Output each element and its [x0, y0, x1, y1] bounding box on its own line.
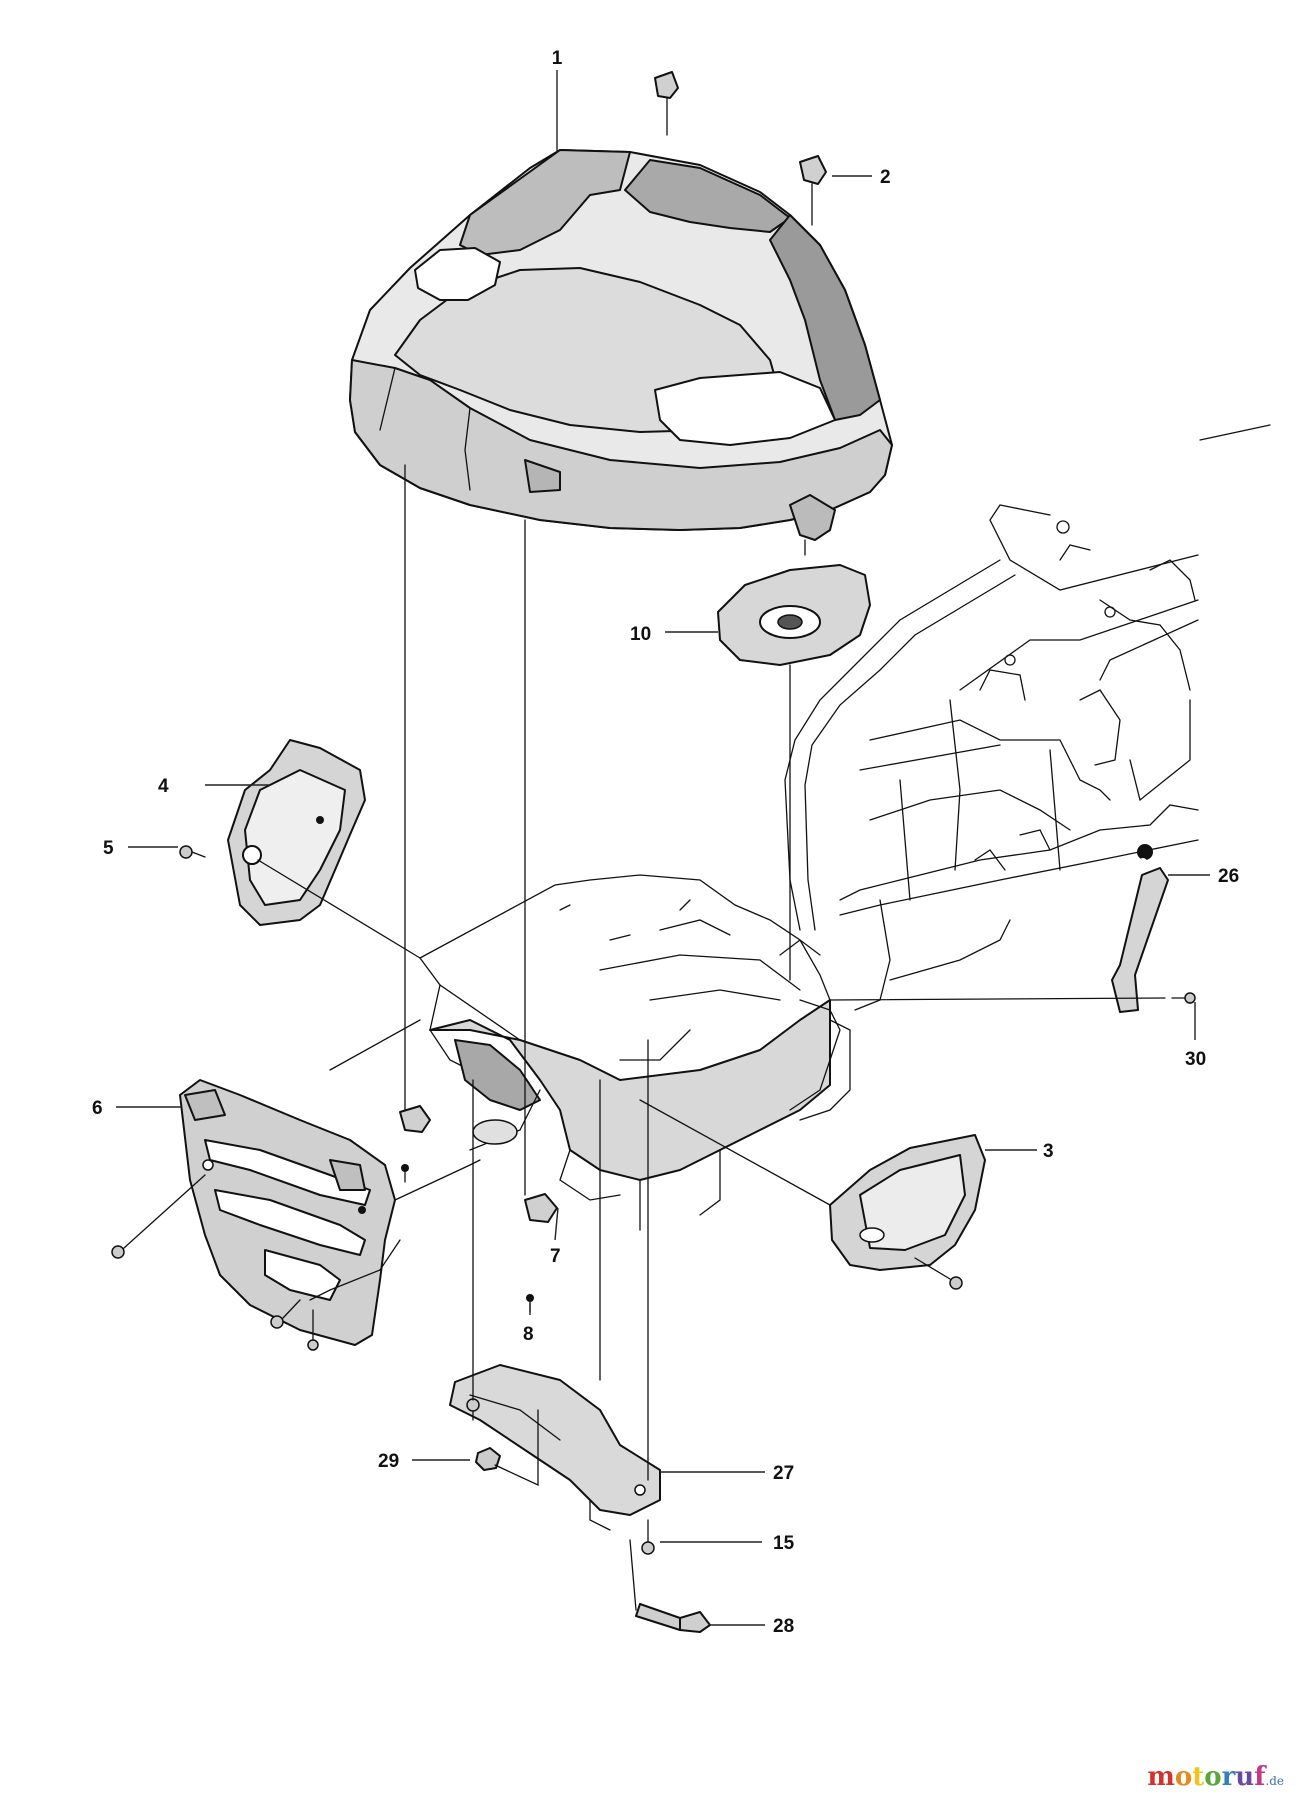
callouts: 1 2 3 4 5 6 7 8 10 15 26 27 28 29 30	[92, 48, 1239, 1637]
clip-part-7-left	[399, 1105, 431, 1183]
assembly-lines	[329, 464, 1166, 1481]
front-grille	[179, 1079, 396, 1346]
side-panel-left	[227, 739, 366, 926]
callout-2: 2	[880, 167, 891, 188]
screw-part-5	[179, 845, 421, 959]
center-body	[419, 874, 851, 1231]
bottom-bracket	[449, 1364, 661, 1531]
clip-part-7	[524, 1193, 558, 1223]
watermark-letter-u: u	[1235, 1762, 1255, 1792]
callout-28: 28	[773, 1616, 794, 1637]
callout-3: 3	[1043, 1141, 1054, 1162]
callout-7: 7	[550, 1246, 561, 1267]
callout-30: 30	[1185, 1049, 1206, 1070]
watermark-letter-t: t	[1192, 1762, 1205, 1792]
nut-part-29	[475, 1409, 539, 1487]
watermark-suffix: .de	[1265, 1774, 1284, 1788]
callout-5: 5	[103, 838, 114, 859]
side-panel-right	[639, 1099, 986, 1290]
watermark-letter-r: r	[1221, 1762, 1236, 1792]
clip-part-2-upper	[654, 71, 679, 136]
motoruf-watermark: motoruf.de	[1147, 1764, 1284, 1790]
watermark-letter-f: f	[1254, 1762, 1266, 1792]
watermark-letter-m: m	[1147, 1762, 1175, 1792]
callout-15: 15	[773, 1533, 795, 1554]
callout-27: 27	[773, 1463, 794, 1484]
clip-part-2	[799, 155, 827, 226]
watermark-letter-o2: o	[1204, 1762, 1222, 1792]
screw-part-30	[1171, 992, 1196, 1004]
callout-6: 6	[92, 1098, 103, 1119]
pulley-shield	[717, 564, 871, 981]
chassis-frame	[784, 424, 1271, 1011]
callout-4: 4	[158, 776, 169, 797]
callout-8: 8	[523, 1324, 534, 1345]
hood-cover	[349, 149, 893, 556]
callout-29: 29	[378, 1451, 399, 1472]
leader-lines	[116, 70, 1210, 1626]
watermark-letter-o1: o	[1174, 1762, 1193, 1792]
callout-26: 26	[1218, 866, 1239, 887]
bolt-part-28	[629, 1539, 711, 1633]
callout-1: 1	[552, 48, 563, 69]
screws-front-grille	[111, 1159, 481, 1351]
bracket-part-26	[1111, 867, 1169, 1013]
callout-10: 10	[630, 624, 651, 645]
screw-part-15	[641, 1519, 655, 1555]
